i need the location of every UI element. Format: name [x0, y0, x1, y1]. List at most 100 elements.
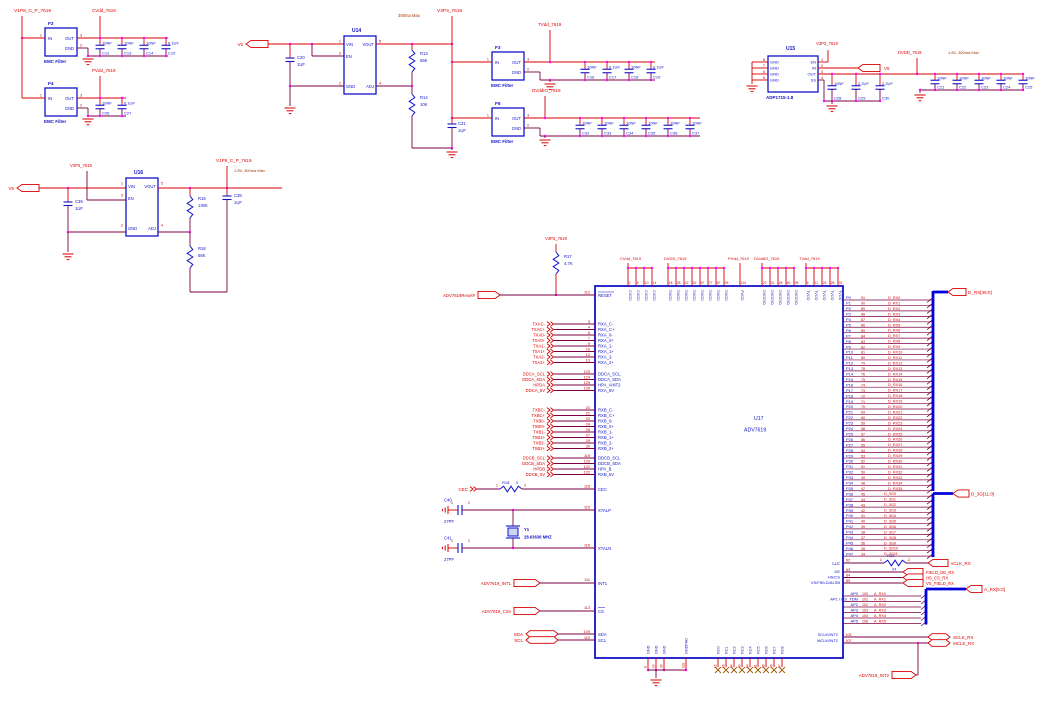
net-label: A_RX5 — [874, 620, 886, 624]
pin-name: DDCB_SCL — [598, 456, 621, 461]
pin-name: RXB_0- — [598, 419, 613, 424]
net-label: DVddIO_7619 — [754, 256, 780, 261]
pin-name: P26 — [846, 437, 854, 442]
net-label: D_RX21 — [888, 410, 902, 414]
net-label: D_RX4 — [888, 318, 900, 322]
signal-chevron-icon — [546, 460, 551, 467]
net-label: D_RX22 — [888, 416, 902, 420]
pin-number: 1 — [451, 501, 453, 505]
part-caption: EMC Filter — [491, 139, 514, 144]
pin-number: 87 — [717, 281, 721, 285]
cap-ref: C23 — [981, 85, 989, 90]
junction-dot — [933, 88, 937, 92]
cap-value: 10NF — [937, 75, 947, 80]
pin-name: RXB_0+ — [598, 424, 614, 429]
pin-name: XTALP — [598, 508, 611, 513]
pin-name: P5 — [846, 322, 852, 327]
pin-name: SDA — [598, 632, 607, 637]
pin-name: DDCA_SDA — [598, 377, 621, 382]
junction-dot — [644, 116, 648, 120]
pin-number: 88 — [861, 313, 865, 317]
pin-number: 47 — [861, 487, 865, 491]
pin-name: P45 — [846, 540, 854, 545]
pin-name: P12 — [846, 361, 854, 366]
net-label: TXA2- — [533, 355, 545, 360]
note: 1.8V, 300ma Max — [948, 50, 979, 55]
pin-name: TVDD — [830, 290, 834, 301]
signal-chevron-icon — [550, 343, 555, 349]
signal-chevron-icon — [550, 429, 555, 435]
res-value: 0 — [516, 480, 519, 485]
part-name: ADV7619 — [744, 428, 766, 434]
pin-number: 1 — [40, 34, 42, 38]
net-label: A_RX[5:0] — [984, 587, 1005, 592]
pin-number: 86 — [861, 323, 865, 327]
label: IN — [48, 96, 52, 101]
cap-ref: C21 — [937, 85, 945, 90]
cap-ref: C40 — [444, 498, 452, 503]
net-flag-icon — [513, 606, 541, 616]
pin-name: CVDD — [628, 290, 632, 301]
pin-number: 7 — [588, 337, 590, 341]
pin-number: 10 — [645, 281, 649, 285]
cap-value: 1UF — [234, 200, 242, 205]
cap-value: 10NF — [670, 120, 680, 125]
pin-name: RXA_0- — [598, 333, 613, 338]
net-label: FIELD_DE_RX — [926, 570, 954, 575]
net-label: D_RX5 — [888, 323, 900, 327]
junction-dot — [918, 88, 922, 92]
net-label: ADV7619_INT2 — [859, 673, 890, 678]
pin-name: P40 — [846, 513, 854, 518]
net-label: TXB2- — [533, 441, 545, 446]
pin-number: 91 — [861, 296, 865, 300]
cap-value: 10NF — [834, 81, 844, 86]
part-ref: U16 — [134, 170, 143, 176]
pin-number: 3 — [527, 114, 529, 118]
junction-dot — [714, 266, 718, 270]
pin-number: 83 — [861, 340, 865, 344]
net-label: D_3G4 — [884, 514, 896, 518]
bus-flag-icon — [965, 584, 983, 594]
junction-dot — [600, 116, 604, 120]
label: GND — [128, 226, 137, 231]
net-label: A_RX3 — [874, 609, 886, 613]
pin-name: RXB_2- — [598, 441, 613, 446]
net-flag-icon — [891, 670, 917, 680]
resistor-icon — [552, 251, 560, 275]
pin-name: NC6 — [765, 646, 769, 654]
label: IN — [48, 36, 52, 41]
net-label: ADV7619_INT1 — [481, 581, 512, 586]
net-label: V3P3_7619 — [545, 236, 568, 241]
net-label: D_RX34 — [888, 481, 902, 485]
v5-flag-icon — [857, 63, 881, 73]
junction-dot — [768, 266, 772, 270]
junction-dot — [784, 266, 788, 270]
pin-name: DVDD — [676, 290, 680, 301]
cap-value: 10NF — [102, 40, 112, 45]
net-label: D_RX1 — [888, 301, 900, 305]
pin-number: 87 — [861, 318, 865, 322]
pin-number: 80 — [787, 281, 791, 285]
pin-number: 67 — [701, 281, 705, 285]
pin-number: 16 — [722, 664, 726, 668]
net-label: V3P3_7619 — [437, 8, 462, 14]
junction-dot — [666, 134, 670, 138]
pin-name: DVDD — [700, 290, 704, 301]
emc-filter-box — [44, 87, 78, 117]
pin-name: P24 — [846, 426, 854, 431]
net-label: D_RX11 — [888, 356, 902, 360]
pin-number: 1 — [487, 114, 489, 118]
label: EN — [128, 196, 134, 201]
signal-chevron-icon — [550, 466, 555, 472]
pin-name: DVDDIO — [786, 290, 790, 305]
pin-name: CS — [598, 609, 604, 614]
pin-number: 85 — [861, 329, 865, 333]
pin-number: 5 — [763, 76, 765, 80]
pin-name: P44 — [846, 535, 854, 540]
net-flag-icon — [477, 290, 501, 300]
no-connect-icon — [754, 666, 762, 674]
no-connect-icon — [770, 666, 778, 674]
label: OUT — [808, 72, 817, 77]
emc-filter-box — [491, 51, 525, 81]
bus-flag-icon — [947, 287, 967, 297]
